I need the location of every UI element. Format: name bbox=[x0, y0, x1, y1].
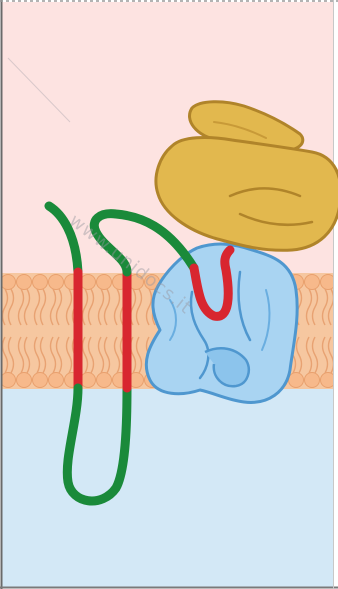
lumen-region bbox=[2, 389, 333, 587]
